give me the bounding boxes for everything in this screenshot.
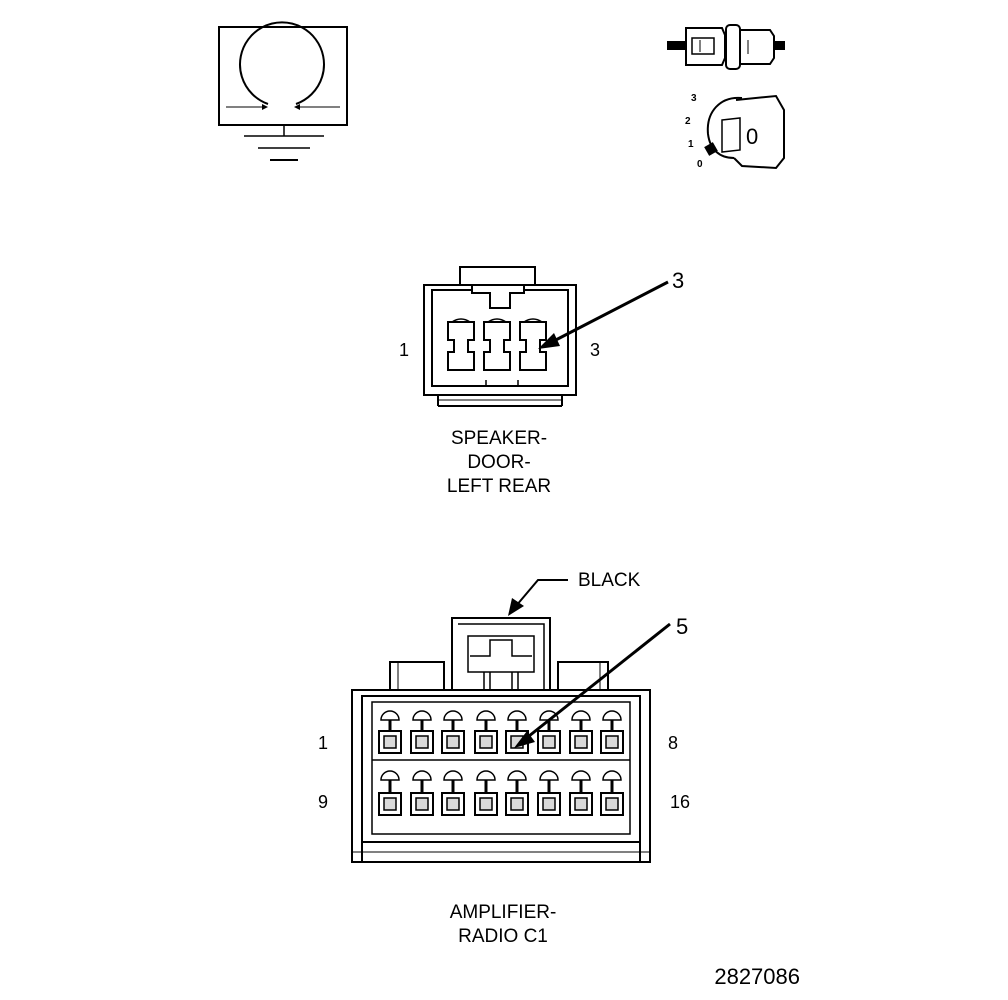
speaker-labels: 3 1 3 SPEAKER- DOOR- LEFT REAR [399,268,684,497]
speaker-cavity [483,318,511,371]
connector-side-view-icon [667,24,785,70]
amplifier-terminal [569,710,593,754]
amplifier-callout-leader [514,622,671,748]
figure-number: 2827086 [714,964,800,989]
amplifier-pin-16-label: 16 [670,792,690,812]
ignition-switch-icon [704,94,785,170]
amplifier-terminal [537,770,561,816]
amplifier-terminal [474,770,498,816]
amplifier-caption-line-1: AMPLIFIER- [450,902,557,923]
speaker-cavity [447,318,475,371]
speaker-caption-line-2: DOOR- [467,452,530,473]
ignition-position-2: 2 [685,116,691,127]
amplifier-terminal [600,710,624,754]
amplifier-terminal [537,710,561,754]
ignition-key-label: 0 [746,124,758,149]
speaker-callout-number: 3 [672,268,684,293]
amplifier-terminal [410,710,434,754]
amplifier-terminal [441,770,465,816]
speaker-caption-line-1: SPEAKER- [451,428,547,449]
ignition-position-3: 3 [691,93,697,104]
speaker-pin-1-label: 1 [399,340,409,360]
speaker-cavities [447,318,547,371]
speaker-callout-leader [538,280,669,349]
amplifier-terminal [410,770,434,816]
ignition-position-labels: 3 2 1 0 0 [685,93,758,170]
ignition-position-0: 0 [697,159,703,170]
amplifier-terminal [600,770,624,816]
speaker-pin-3-label: 3 [590,340,600,360]
amplifier-terminal [378,710,402,754]
amplifier-terminal [441,710,465,754]
amplifier-terminal [378,770,402,816]
speaker-caption-line-3: LEFT REAR [447,476,551,497]
amplifier-connector-housing [351,617,651,863]
amplifier-cavities [378,710,624,816]
amplifier-pin-8-label: 8 [668,733,678,753]
amplifier-pin-9-label: 9 [318,792,328,812]
amplifier-color-label: BLACK [578,570,641,591]
amplifier-pin-1-label: 1 [318,733,328,753]
ground-symbol-icon [218,21,348,161]
amplifier-labels: BLACK 5 1 8 9 16 AMPLIFIER- RADIO C1 [318,570,690,947]
amplifier-terminal [569,770,593,816]
amplifier-terminal [505,770,529,816]
amplifier-callout-number: 5 [676,614,688,639]
amplifier-terminal [474,710,498,754]
amplifier-caption-line-2: RADIO C1 [458,926,548,947]
ignition-position-1: 1 [688,139,694,150]
black-color-leader [508,579,568,616]
speaker-cavity [519,318,547,371]
